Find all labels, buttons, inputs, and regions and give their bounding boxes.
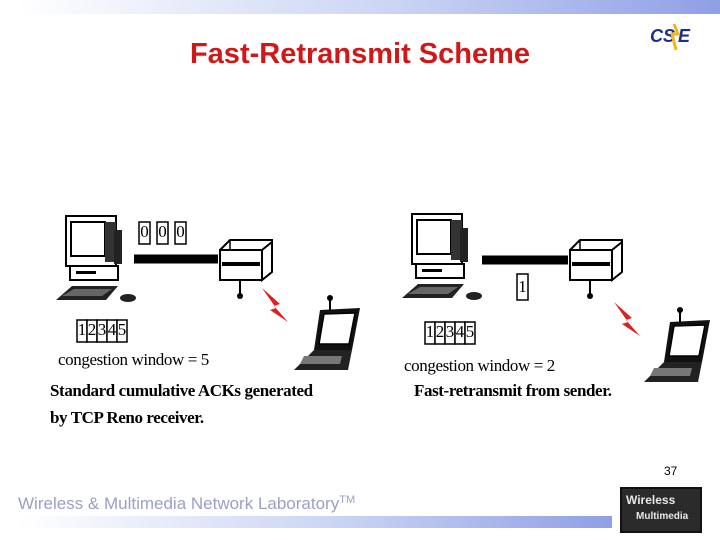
left-packet-label: 0 (176, 222, 185, 241)
footer-lab-name: Wireless & Multimedia Network Laboratory… (18, 494, 355, 514)
right-base-station-icon (569, 239, 623, 300)
left-buffer-boxes (76, 319, 128, 343)
right-packet-label: 1 (518, 277, 527, 296)
trademark-mark: TM (339, 494, 356, 506)
left-window-caption: congestion window = 5 (58, 350, 209, 369)
page-number: 37 (664, 464, 678, 478)
left-buffer-label: 2 (87, 320, 97, 339)
right-receiver-laptop-icon (643, 306, 711, 383)
right-buffer-label: 4 (455, 322, 465, 341)
right-buffer-label: 2 (435, 322, 445, 341)
slide-title: Fast-Retransmit Scheme (189, 38, 531, 70)
right-packet-box (516, 273, 529, 301)
left-panel (55, 215, 361, 371)
logo-line2: Multimedia (636, 511, 689, 522)
logo-line1: Wireless (626, 493, 676, 507)
wireless-multimedia-logo: Wireless Multimedia (620, 487, 702, 533)
left-receiver-laptop-icon (293, 294, 361, 371)
right-sender-computer-icon (401, 213, 483, 301)
left-description-line2: by TCP Reno receiver. (50, 408, 204, 427)
left-buffer-label: 4 (107, 320, 117, 339)
left-packet-label: 0 (158, 222, 167, 241)
right-description-line1: Fast-retransmit from sender. (414, 381, 612, 400)
cse-logo: CS E (650, 23, 691, 51)
svg-text:E: E (678, 26, 691, 46)
left-sender-computer-icon (55, 215, 137, 303)
left-wireless-lightning-icon (262, 288, 288, 322)
right-buffer-label: 5 (465, 322, 475, 341)
left-buffer-label: 1 (77, 320, 87, 339)
top-gradient-bar (18, 0, 720, 14)
left-buffer-label: 5 (117, 320, 127, 339)
left-packet-label: 0 (140, 222, 149, 241)
right-buffer-label: 3 (445, 322, 455, 341)
right-buffer-boxes (424, 321, 476, 345)
left-buffer-label: 3 (97, 320, 107, 339)
svg-text:CS: CS (650, 26, 675, 46)
footer-lab-text: Wireless & Multimedia Network Laboratory (18, 494, 340, 513)
right-window-caption: congestion window = 2 (404, 356, 555, 375)
right-panel (401, 213, 711, 383)
right-buffer-label: 1 (425, 322, 435, 341)
left-packet-box (156, 221, 169, 245)
left-description-line1: Standard cumulative ACKs generated (50, 381, 313, 400)
left-packet-box (138, 221, 151, 245)
bottom-gradient-bar (18, 516, 612, 528)
left-packet-box (174, 221, 187, 245)
right-wireless-lightning-icon (614, 302, 640, 336)
